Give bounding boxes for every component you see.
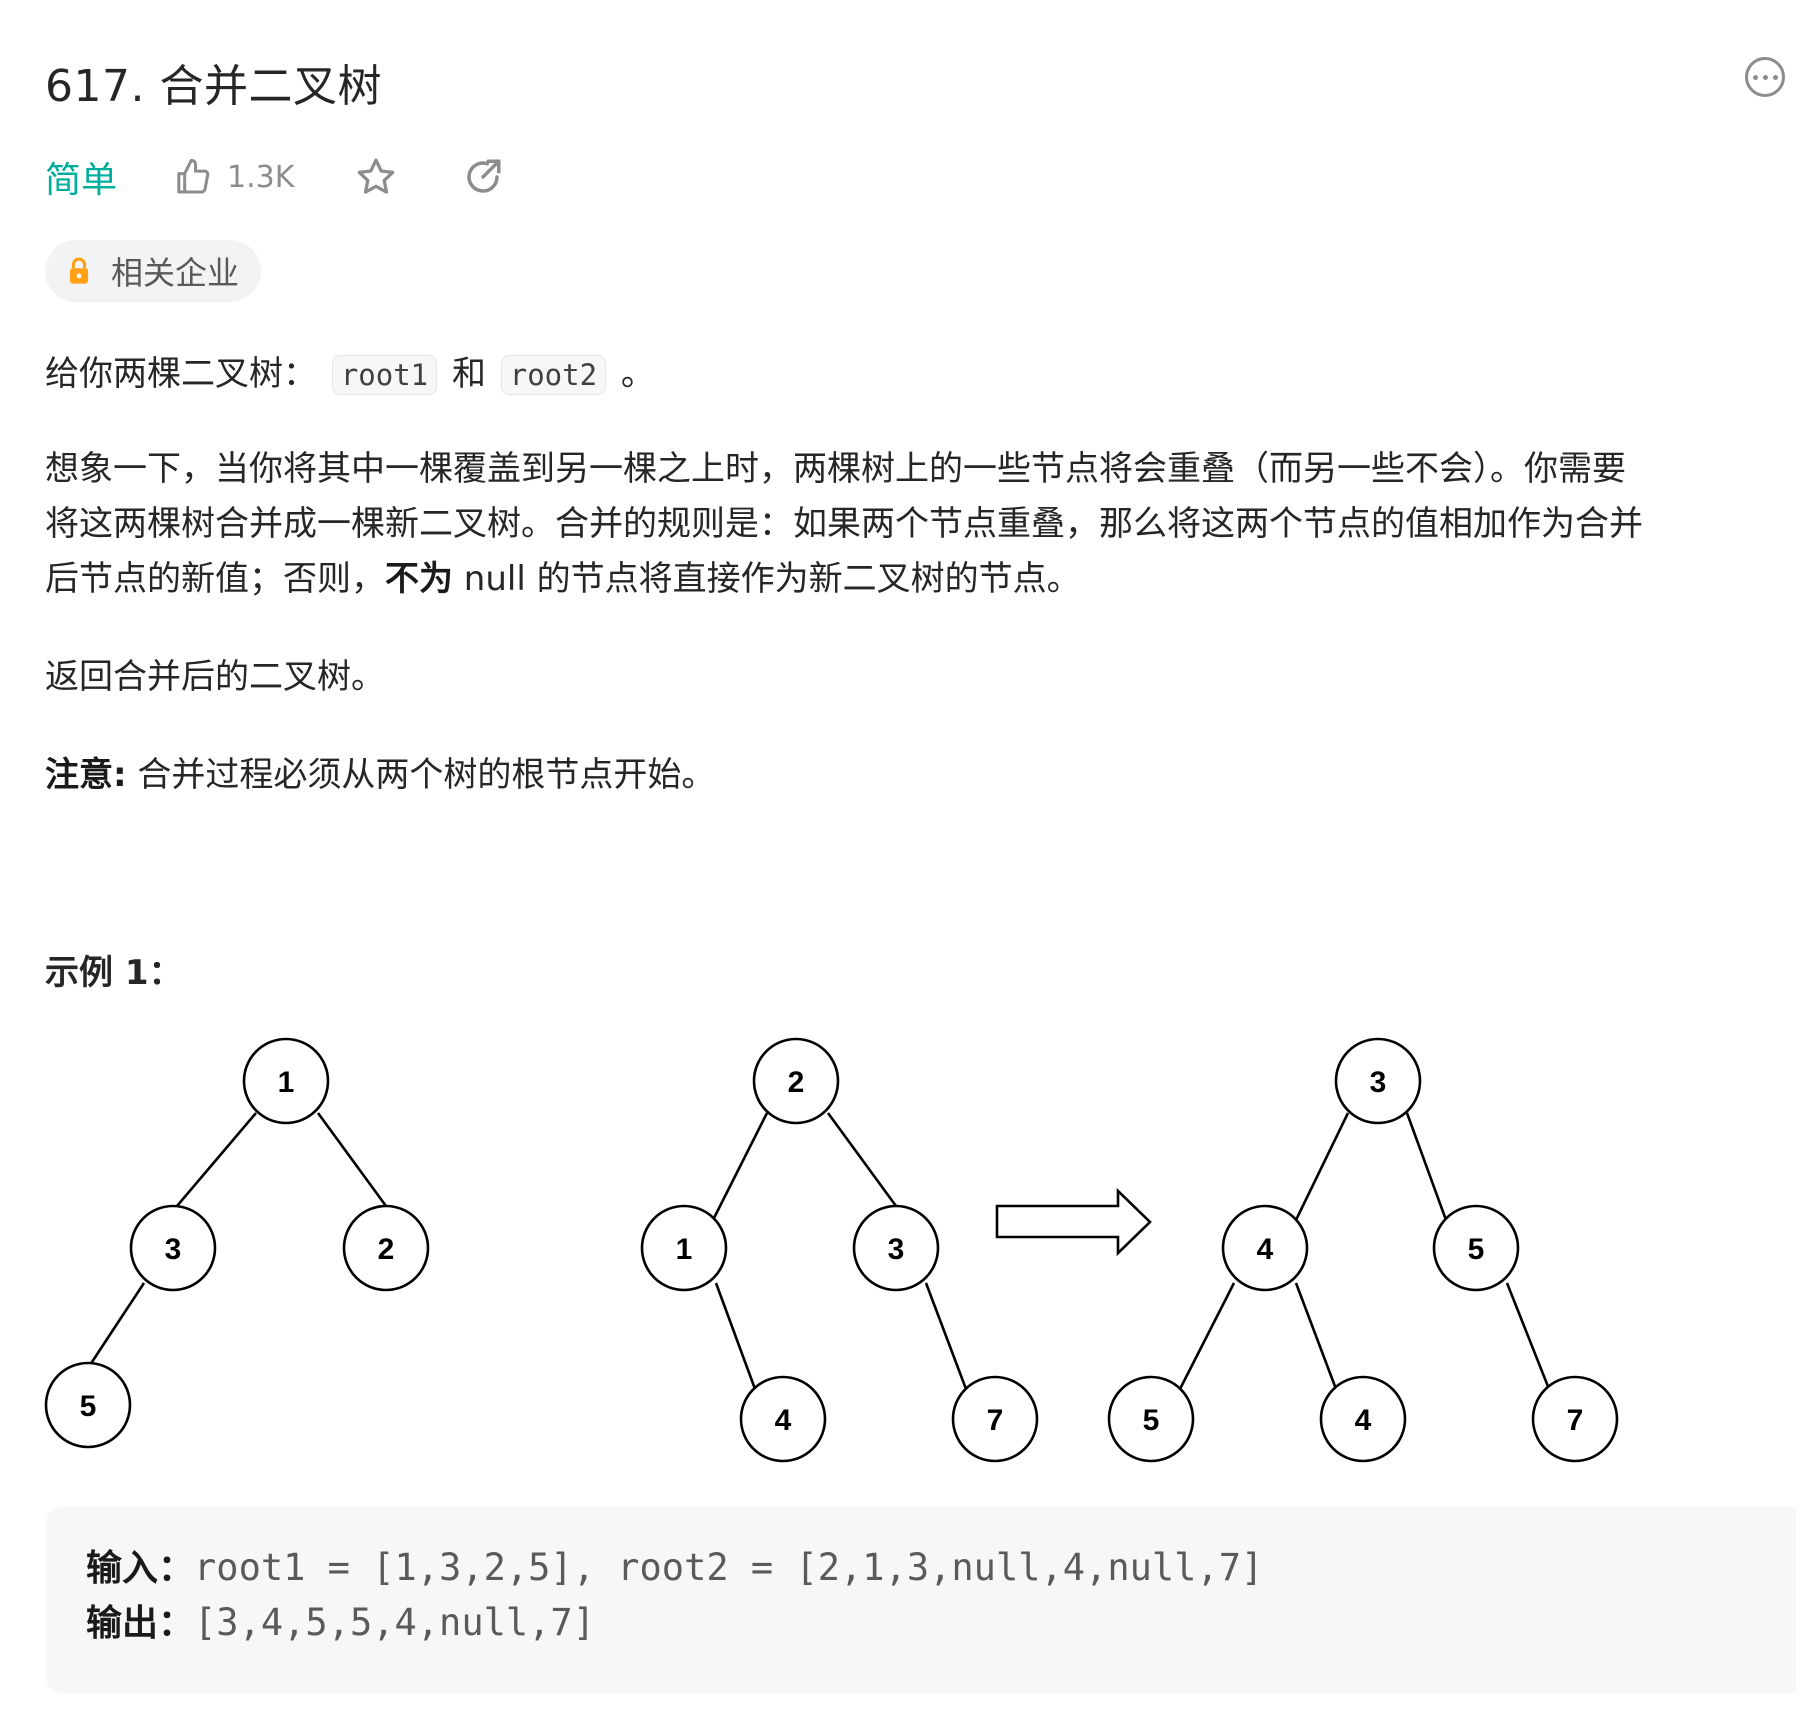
- tree-node: [1432, 1204, 1520, 1292]
- node-label: 5: [1468, 1233, 1485, 1266]
- input-label: 输入：: [86, 1548, 195, 1589]
- note-label: 注意:: [45, 755, 127, 795]
- text-line: 将这两棵树合并成一棵新二叉树。合并的规则是：如果两个节点重叠，那么将这两个节点的…: [45, 504, 1643, 544]
- text: 和: [451, 354, 486, 394]
- description-paragraph-1: 给你两棵二叉树： root1 和 root2 。: [45, 347, 655, 403]
- tree-node: [342, 1204, 430, 1292]
- text: 后节点的新值；否则，: [45, 559, 385, 599]
- difficulty-badge: 简单: [45, 160, 118, 201]
- note-paragraph: 注意: 合并过程必须从两个树的根节点开始。: [45, 748, 715, 803]
- example-code-block: 输入：root1 = [1,3,2,5], root2 = [2,1,3,nul…: [46, 1507, 1796, 1693]
- example-input-line: 输入：root1 = [1,3,2,5], root2 = [2,1,3,nul…: [86, 1541, 1776, 1596]
- example-title: 示例 1：: [45, 953, 183, 993]
- output-label: 输出：: [86, 1603, 195, 1644]
- node-label: 3: [165, 1233, 182, 1266]
- bold-text: 不为: [385, 559, 453, 599]
- text-line: 想象一下，当你将其中一棵覆盖到另一棵之上时，两棵树上的一些节点将会重叠（而另一些…: [45, 449, 1626, 489]
- merge-arrow-icon: [995, 1187, 1152, 1257]
- tree-node: [951, 1375, 1039, 1463]
- node-label: 2: [788, 1066, 805, 1099]
- problem-meta-row: 简单 1.3K: [45, 152, 568, 202]
- thumbs-up-icon: [177, 158, 210, 194]
- more-options-button[interactable]: [1745, 57, 1785, 97]
- node-label: 4: [1355, 1404, 1372, 1437]
- share-icon: [467, 159, 501, 193]
- like-count: 1.3K: [227, 159, 295, 195]
- favorite-button[interactable]: [354, 155, 398, 199]
- tree-node: [1531, 1375, 1619, 1463]
- description-paragraph-3: 返回合并后的二叉树。: [45, 657, 385, 697]
- merge-trees-diagram: 1 3 2 5 2 1 3 4 7 3 4 5 5 4 7: [44, 1037, 1619, 1463]
- example-output-line: 输出：[3,4,5,5,4,null,7]: [86, 1596, 1776, 1651]
- tree-node: [1334, 1037, 1422, 1125]
- node-label: 7: [987, 1404, 1004, 1437]
- node-label: 1: [278, 1066, 295, 1099]
- inline-code-root2: root2: [500, 355, 607, 395]
- node-label: 4: [1257, 1233, 1274, 1266]
- text: 给你两棵二叉树：: [45, 354, 317, 394]
- input-value: root1 = [1,3,2,5], root2 = [2,1,3,null,4…: [194, 1546, 1264, 1589]
- tree-node: [640, 1204, 728, 1292]
- like-button[interactable]: 1.3K: [173, 157, 294, 197]
- more-icon-dot: [1772, 74, 1778, 80]
- tree-node: [242, 1037, 330, 1125]
- output-value: [3,4,5,5,4,null,7]: [194, 1601, 595, 1644]
- node-label: 4: [775, 1404, 792, 1437]
- lock-icon: [69, 257, 89, 284]
- tree-node: [44, 1361, 132, 1449]
- text-line: 后节点的新值；否则，不为 null 的节点将直接作为新二叉树的节点。: [45, 552, 1643, 607]
- note-text: 合并过程必须从两个树的根节点开始。: [126, 755, 716, 795]
- tag-label: 相关企业: [111, 254, 240, 292]
- star-icon: [358, 158, 395, 194]
- inline-code-root1: root1: [331, 355, 438, 395]
- tree-node: [129, 1204, 217, 1292]
- node-label: 5: [80, 1390, 97, 1423]
- tree-node: [739, 1375, 827, 1463]
- more-icon-dot: [1762, 74, 1768, 80]
- share-button[interactable]: [462, 156, 504, 198]
- tree-node: [1221, 1204, 1309, 1292]
- tree-node: [1319, 1375, 1407, 1463]
- description-paragraph-2: 想象一下，当你将其中一棵覆盖到另一棵之上时，两棵树上的一些节点将会重叠（而另一些…: [45, 442, 1643, 607]
- node-label: 1: [676, 1233, 693, 1266]
- node-label: 3: [888, 1233, 905, 1266]
- more-icon-dot: [1752, 74, 1758, 80]
- related-companies-tag[interactable]: 相关企业: [45, 240, 262, 302]
- node-label: 7: [1567, 1404, 1584, 1437]
- tree-node: [1107, 1375, 1195, 1463]
- tree-node: [752, 1037, 840, 1125]
- problem-title: 617. 合并二叉树: [45, 61, 382, 112]
- text: null 的节点将直接作为新二叉树的节点。: [453, 559, 1081, 599]
- tree-node: [852, 1204, 940, 1292]
- node-label: 5: [1143, 1404, 1160, 1437]
- node-label: 3: [1370, 1066, 1387, 1099]
- text: 。: [620, 354, 655, 394]
- node-label: 2: [378, 1233, 395, 1266]
